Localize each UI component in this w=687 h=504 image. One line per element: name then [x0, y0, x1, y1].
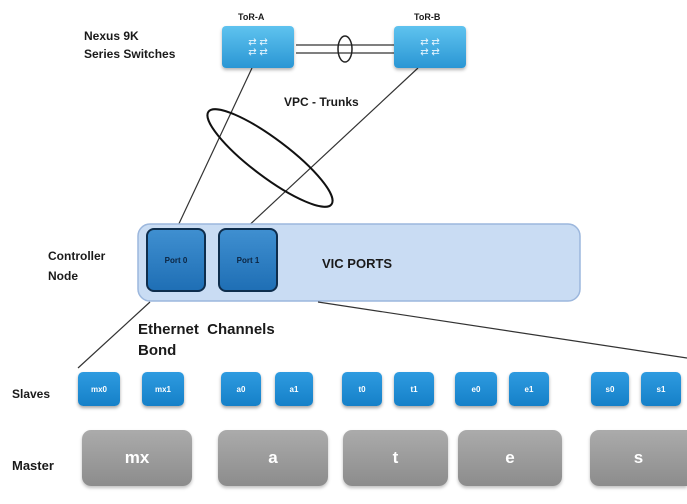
bond-label: Bond [138, 342, 177, 359]
slave-mx0: mx0 [78, 372, 120, 406]
switch-arrows-icon: ⇄ ⇄⇄ ⇄ [420, 37, 440, 58]
tor-a-label: ToR-A [238, 12, 265, 22]
nexus-label-line2: Series Switches [84, 47, 176, 61]
trunk-tor-a-port0 [175, 67, 253, 231]
switch-arrows-icon: ⇄ ⇄⇄ ⇄ [248, 37, 268, 58]
master-row-label: Master [12, 458, 54, 473]
port-0: Port 0 [146, 228, 206, 292]
nexus-label-line1: Nexus 9K [84, 29, 139, 43]
slave-a0: a0 [221, 372, 261, 406]
tor-b-switch-icon: ⇄ ⇄⇄ ⇄ [394, 26, 466, 68]
master-s: s [590, 430, 687, 486]
tor-a-switch-icon: ⇄ ⇄⇄ ⇄ [222, 26, 294, 68]
master-mx: mx [82, 430, 192, 486]
tor-b-label: ToR-B [414, 12, 441, 22]
slave-s1: s1 [641, 372, 681, 406]
ethernet-channels-label: Ethernet Channels [138, 321, 275, 338]
vic-ports-label: VIC PORTS [322, 256, 393, 271]
slave-e1: e1 [509, 372, 549, 406]
controller-label-line2: Node [48, 269, 78, 283]
slave-t0: t0 [342, 372, 382, 406]
channel-line-left [77, 301, 151, 369]
master-e: e [458, 430, 562, 486]
vpc-trunk-ellipse [206, 108, 334, 208]
slaves-row-label: Slaves [12, 387, 51, 401]
channel-line-right [317, 301, 687, 359]
slave-mx1: mx1 [142, 372, 184, 406]
slave-s0: s0 [591, 372, 629, 406]
slave-a1: a1 [275, 372, 313, 406]
slave-t1: t1 [394, 372, 434, 406]
vpc-trunks-label: VPC - Trunks [284, 95, 359, 109]
port-1: Port 1 [218, 228, 278, 292]
trunk-tor-b-port1 [243, 67, 419, 231]
master-t: t [343, 430, 448, 486]
vpc-link-ellipse [337, 35, 353, 63]
master-a: a [218, 430, 328, 486]
controller-label-line1: Controller [48, 249, 106, 263]
slave-e0: e0 [455, 372, 497, 406]
